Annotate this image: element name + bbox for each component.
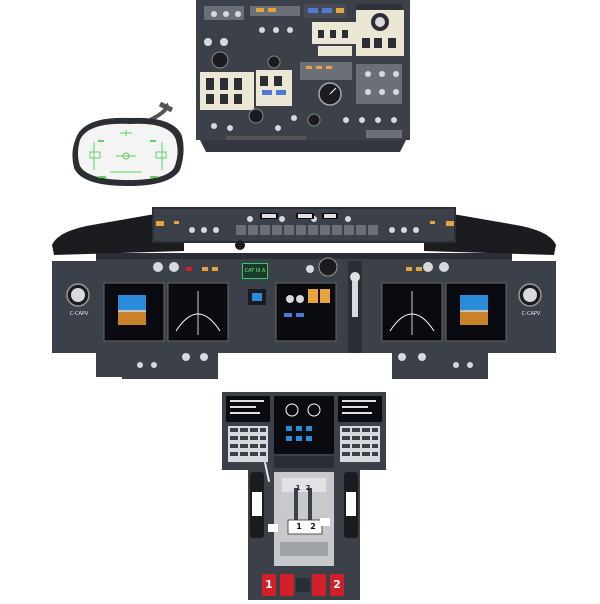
thrust-lever-number-right[interactable]: 2 xyxy=(310,522,316,531)
flap-label-1: 1 xyxy=(295,484,301,492)
main-instrument-panel: CAT III A C-CAPV C-CAPV xyxy=(52,205,556,380)
overhead-panel xyxy=(196,0,410,152)
autoland-status-badge: CAT III A xyxy=(242,263,268,279)
hud-combiner xyxy=(70,100,190,190)
hud-combiner-hotspot[interactable] xyxy=(70,100,190,190)
thrust-lever-number-left[interactable]: 1 xyxy=(296,522,302,531)
overhead-panel-hotspot[interactable] xyxy=(196,0,410,152)
pedestal: 1 2 1 2 1 2 xyxy=(222,392,386,600)
fire-handle-right[interactable]: 2 xyxy=(333,578,341,591)
glareshield-hotspot[interactable] xyxy=(152,207,456,243)
flap-label-2: 2 xyxy=(305,484,311,492)
left-clock-label: C-CAPV xyxy=(69,311,89,317)
fire-handle-left[interactable]: 1 xyxy=(265,578,273,591)
right-clock-label: C-CAPV xyxy=(521,311,541,317)
